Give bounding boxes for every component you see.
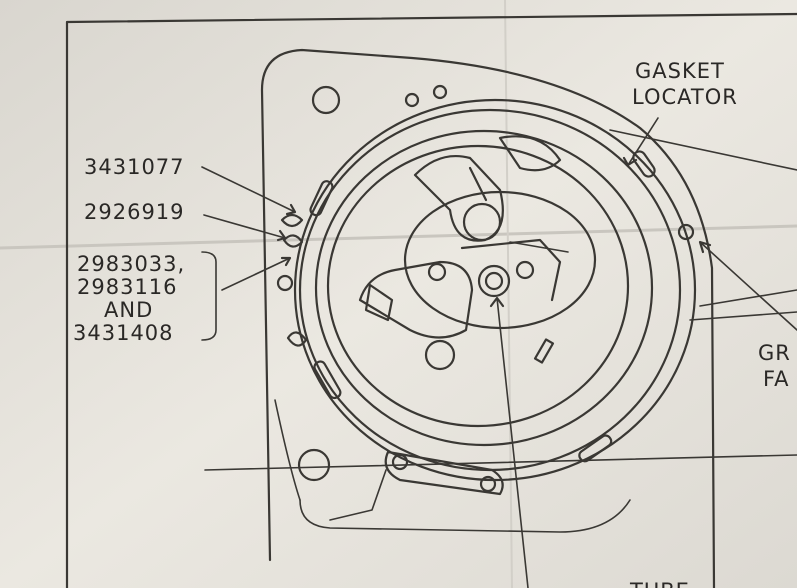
- center-shaft-outer: [477, 264, 511, 298]
- ring-slot-upper-left: [309, 180, 334, 217]
- label-gasket-locator-2: LOCATOR: [632, 85, 738, 109]
- page-border: [65, 12, 797, 588]
- primary-lead: [509, 241, 569, 253]
- label-part-2983116: 2983116: [77, 275, 178, 299]
- clip-lower: [286, 331, 308, 347]
- leader-2926919: [203, 214, 286, 239]
- condenser: [358, 260, 474, 339]
- ring-screw-left: [276, 274, 294, 292]
- cam-lobe-top: [498, 135, 562, 172]
- label-part-3431408: 3431408: [73, 321, 174, 345]
- clip-3431077: [280, 213, 304, 228]
- label-part-2983033: 2983033,: [77, 252, 185, 276]
- label-part-2926919: 2926919: [84, 200, 185, 224]
- label-right-partial-fa: FA: [763, 367, 790, 391]
- condenser-screw: [427, 262, 447, 282]
- housing-left-edge: [274, 399, 301, 501]
- condenser-bracket: [364, 283, 394, 322]
- plate-screw-right: [515, 260, 535, 280]
- plate-hole-bottom: [424, 339, 456, 371]
- section-line-bottom: [204, 454, 797, 471]
- label-right-partial-gr: GR: [758, 341, 791, 365]
- lower-bracket-tab: [329, 469, 387, 521]
- ring-screw-right: [677, 223, 695, 241]
- small-hole-top-2: [432, 84, 448, 100]
- housing-plate-outline: [260, 48, 716, 588]
- bolt-hole-top-left: [311, 85, 341, 115]
- leader-gasket-locator: [627, 117, 659, 166]
- clip-2926919: [282, 234, 304, 248]
- bracket-brace: [201, 251, 217, 341]
- arrowhead-right-ground: [698, 240, 712, 254]
- cap-ring: [314, 129, 654, 447]
- leader-3431077: [201, 166, 296, 213]
- label-bottom-partial-tube: TUBE: [629, 579, 690, 588]
- ring-slot-lower-right: [578, 434, 613, 463]
- leader-2983033: [221, 257, 291, 291]
- breaker-arm-pivot: [462, 202, 502, 242]
- lower-bracket-hole-right: [479, 475, 497, 493]
- cap-ring-inner: [326, 144, 630, 428]
- arrowhead-gasket-locator: [622, 156, 638, 167]
- center-shaft-inner: [484, 271, 504, 291]
- arrowhead-2926919: [276, 229, 287, 242]
- label-and: AND: [104, 298, 153, 322]
- label-part-3431077: 3431077: [84, 155, 185, 179]
- leader-right-ground: [699, 241, 797, 331]
- ring-slot-lower-left: [313, 360, 342, 400]
- paper-fold-horizontal: [0, 224, 797, 250]
- paper-fold-vertical: [504, 0, 513, 588]
- section-line-right: [699, 289, 797, 307]
- housing-bottom-edge: [299, 499, 631, 533]
- arrowhead-center-tube: [489, 296, 505, 308]
- arrowhead-2983033: [280, 256, 292, 267]
- small-hole-top: [404, 92, 420, 108]
- leader-center-tube: [496, 297, 529, 588]
- section-line-top-right: [609, 129, 797, 171]
- arrowhead-3431077: [285, 203, 297, 216]
- plate-slot-bottom-right: [533, 338, 555, 364]
- breaker-arm: [413, 154, 504, 242]
- bolt-hole-bottom-left: [297, 448, 331, 482]
- breaker-plate-edge: [460, 238, 562, 302]
- label-gasket-locator-1: GASKET: [635, 59, 725, 83]
- lower-bracket: [384, 450, 504, 496]
- lower-bracket-hole-left: [391, 453, 409, 471]
- breaker-spring: [468, 166, 488, 202]
